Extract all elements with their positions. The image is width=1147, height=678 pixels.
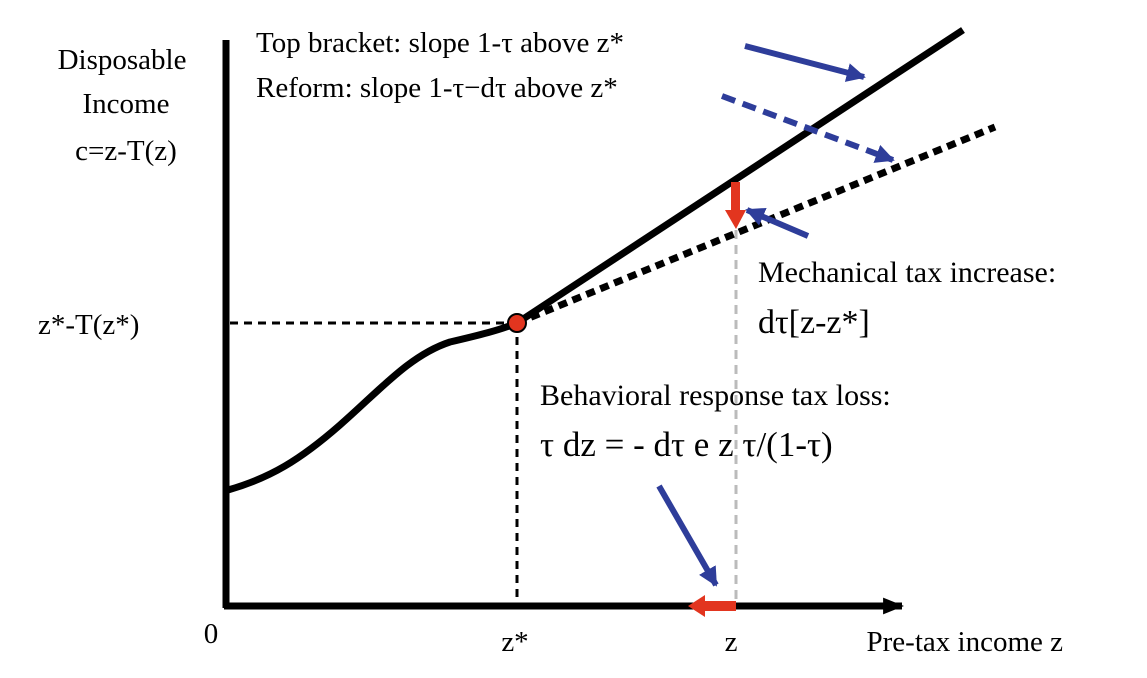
mechanical-formula: dτ[z-z*] <box>758 304 870 341</box>
top-bracket-text: Top bracket: slope 1-τ above z* <box>256 27 624 59</box>
y-axis-label-line2: Income <box>83 88 170 120</box>
top-bracket-arrow <box>744 43 866 82</box>
behavioral-title: Behavioral response tax loss: <box>540 379 891 412</box>
kink-y-label: z*-T(z*) <box>38 309 139 341</box>
behavioral-formula: τ dz = - dτ e z τ/(1-τ) <box>540 425 833 464</box>
kink-point <box>507 313 527 333</box>
behavioral-response-arrow <box>688 595 736 617</box>
mechanical-title: Mechanical tax increase: <box>758 256 1056 289</box>
reform-line <box>515 123 997 327</box>
behavioral-arrow <box>656 484 719 587</box>
origin-label: 0 <box>204 618 219 650</box>
y-axis-label-line1: Disposable <box>58 44 187 76</box>
y-axis-label-line3: c=z-T(z) <box>75 135 177 167</box>
budget-curve-below-kink <box>227 319 519 494</box>
kink-x-label: z* <box>501 626 528 658</box>
top-bracket-line <box>515 27 965 326</box>
reform-arrow <box>720 93 895 163</box>
x-axis-label: Pre-tax income z <box>867 626 1064 658</box>
z-label: z <box>725 626 738 658</box>
reform-text: Reform: slope 1-τ−dτ above z* <box>256 72 618 104</box>
mechanical-tax-arrow <box>725 182 746 229</box>
mechanical-arrow <box>745 207 810 239</box>
